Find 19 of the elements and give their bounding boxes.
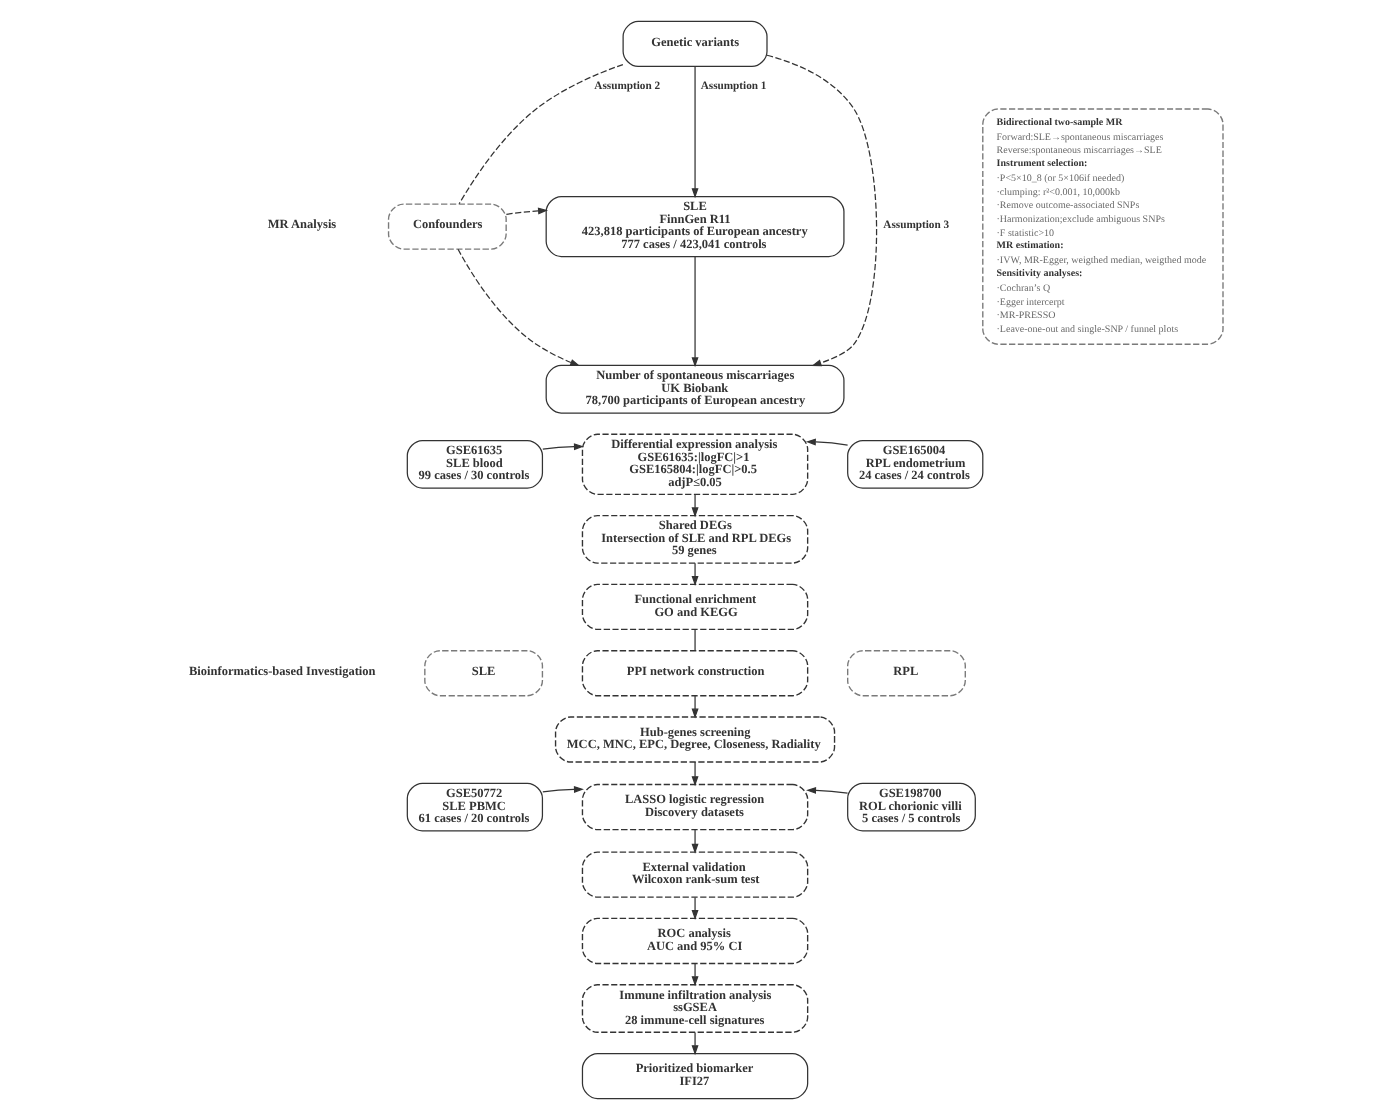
arrow (690, 65, 698, 199)
arrow (690, 494, 698, 518)
arrow (504, 207, 548, 215)
arrow (690, 256, 698, 368)
arrow (805, 786, 848, 794)
arrow (541, 785, 583, 793)
arrow (690, 695, 698, 719)
arrow (690, 1031, 698, 1056)
arrow (690, 562, 698, 586)
connector (693, 629, 695, 651)
connector (457, 63, 623, 205)
arrow (541, 443, 583, 451)
arrow (690, 962, 698, 987)
arrow (765, 54, 877, 367)
arrow (804, 438, 848, 446)
arrow (690, 896, 698, 920)
arrow (690, 761, 698, 787)
arrow (690, 829, 698, 854)
arrow (456, 248, 580, 367)
